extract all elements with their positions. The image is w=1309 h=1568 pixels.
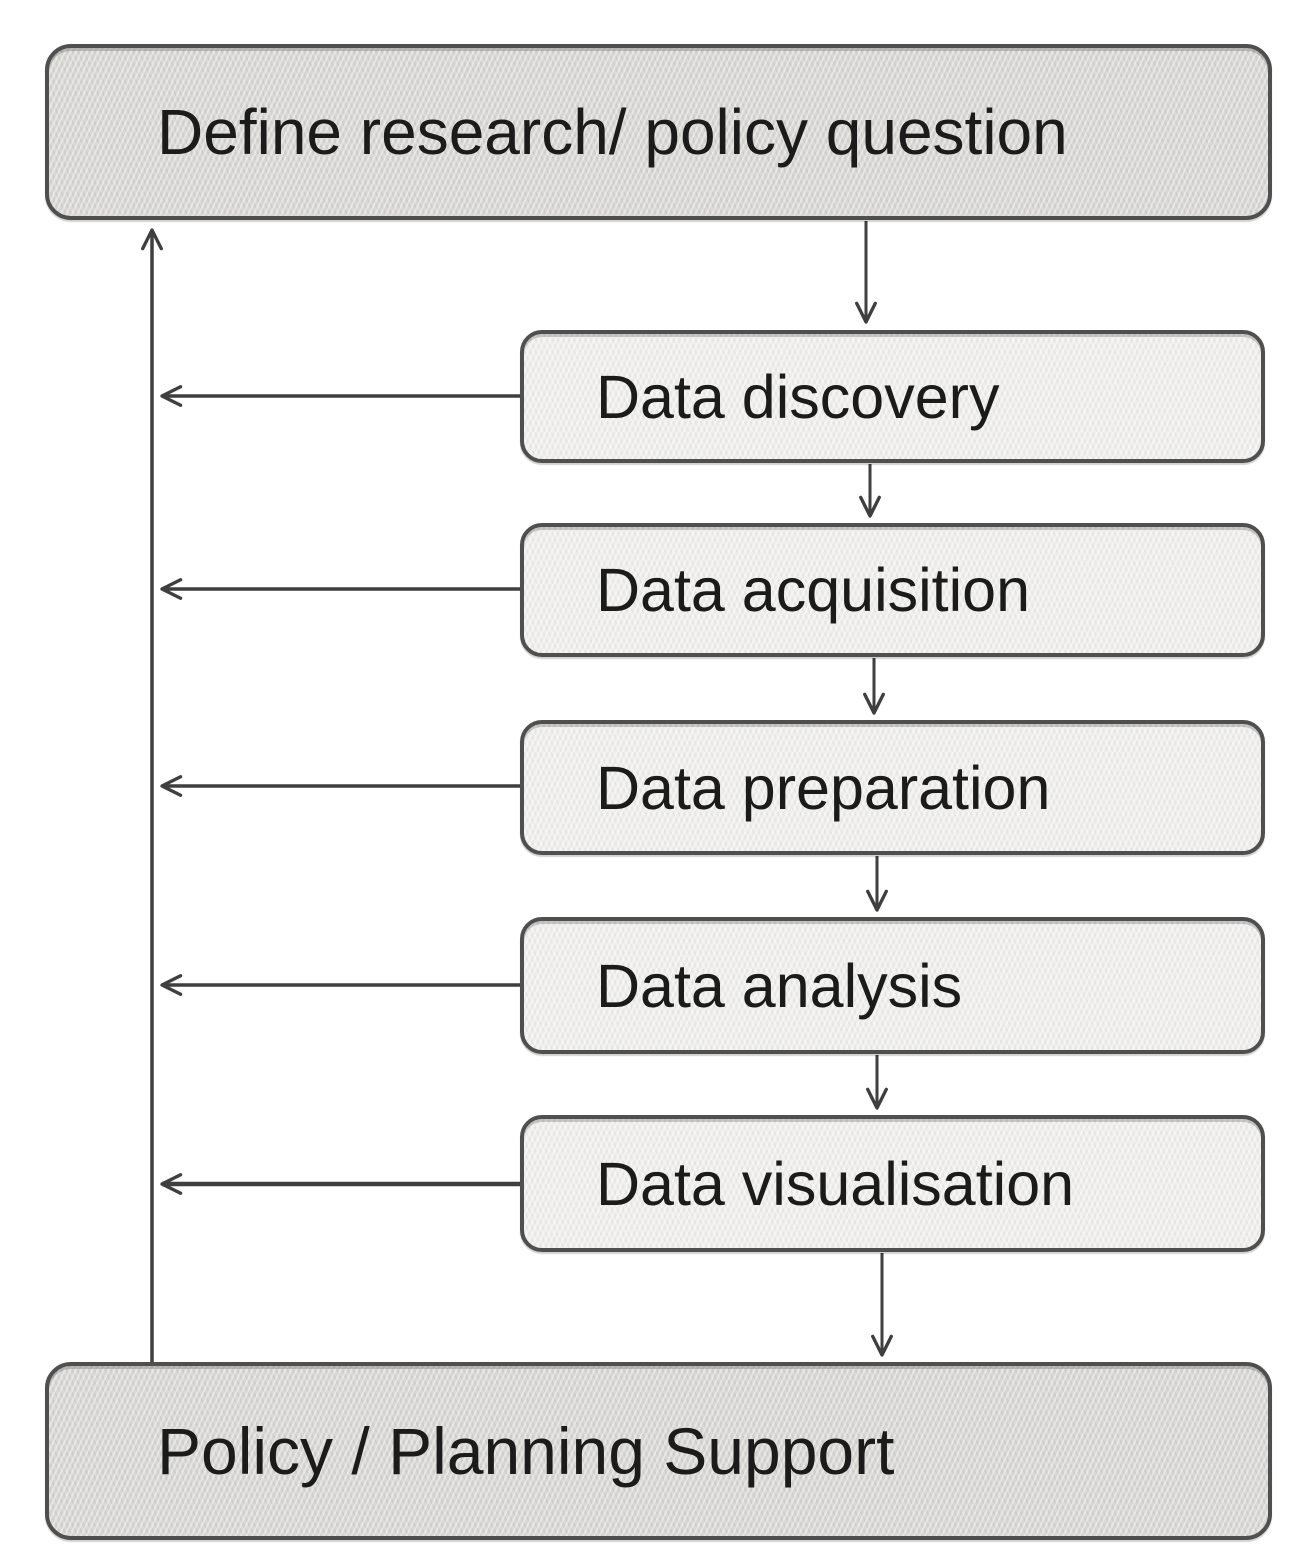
node-data-visualisation: Data visualisation (520, 1115, 1265, 1252)
node-label: Data analysis (596, 951, 963, 1020)
node-label: Define research/ policy question (157, 96, 1068, 168)
node-label: Data acquisition (596, 556, 1031, 624)
node-data-preparation: Data preparation (520, 720, 1265, 855)
node-label: Policy / Planning Support (157, 1414, 895, 1488)
node-data-analysis: Data analysis (520, 917, 1265, 1054)
node-define-research-policy-question: Define research/ policy question (45, 44, 1272, 220)
node-label: Data preparation (596, 753, 1051, 822)
node-data-acquisition: Data acquisition (520, 523, 1265, 657)
node-data-discovery: Data discovery (520, 330, 1265, 463)
node-label: Data visualisation (596, 1149, 1075, 1218)
node-policy-planning-support: Policy / Planning Support (45, 1362, 1272, 1540)
node-label: Data discovery (596, 362, 1000, 431)
